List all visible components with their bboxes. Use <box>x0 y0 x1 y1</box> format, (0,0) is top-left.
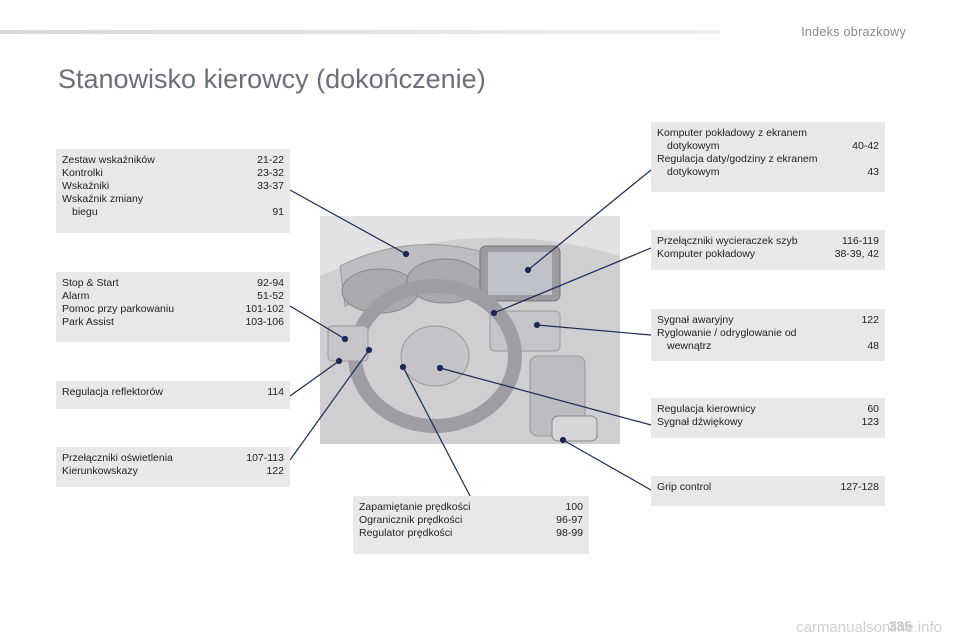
entry-row: Pomoc przy parkowaniu 101-102 <box>62 303 284 316</box>
info-box-headlamp: Regulacja reflektorów 114 <box>56 381 290 409</box>
watermark: carmanualsonline.info <box>796 619 942 636</box>
entry-label: Przełączniki oświetlenia <box>62 452 173 464</box>
entry-page: 122 <box>861 314 879 326</box>
entry-page: 116-119 <box>842 235 879 247</box>
entry-row: Zestaw wskaźników 21-22 <box>62 154 284 167</box>
entry-row: Alarm 51-52 <box>62 290 284 303</box>
entry-row: Sygnał dźwiękowy 123 <box>657 416 879 429</box>
entry-label: Stop & Start <box>62 277 119 289</box>
entry-label: Kontrolki <box>62 167 103 179</box>
entry-label: Pomoc przy parkowaniu <box>62 303 175 315</box>
entry-row: Regulacja reflektorów 114 <box>62 386 284 399</box>
entry-row: Ogranicznik prędkości 96-97 <box>359 514 583 527</box>
entry-row: Park Assist 103-106 <box>62 316 284 329</box>
entry-label-cont: dotykowym <box>667 166 720 178</box>
entry-page: 107-113 <box>246 452 284 464</box>
entry-row: Ryglowanie / odryglowanie od wewnątrz 48 <box>657 327 879 353</box>
entry-page: 23-32 <box>257 167 284 179</box>
entry-page: 48 <box>867 340 879 352</box>
entry-label: Regulacja reflektorów <box>62 386 163 398</box>
entry-label: Komputer pokładowy z ekranem <box>657 127 807 139</box>
entry-label: Ryglowanie / odryglowanie od <box>657 327 797 339</box>
entry-label: Zestaw wskaźników <box>62 154 155 166</box>
entry-label: Kierunkowskazy <box>62 465 138 477</box>
entry-label: Grip control <box>657 481 712 493</box>
entry-label: Regulator prędkości <box>359 527 453 539</box>
entry-label: Sygnał dźwiękowy <box>657 416 743 428</box>
entry-page: 92-94 <box>257 277 284 289</box>
entry-label: Zapamiętanie prędkości <box>359 501 471 513</box>
info-box-wipers: Przełączniki wycieraczek szyb 116-119 Kom… <box>651 230 885 270</box>
info-box-stop-start: Stop & Start 92-94 Alarm 51-52 Pomoc przy … <box>56 272 290 342</box>
entry-page: 114 <box>267 386 284 398</box>
entry-label-cont: biegu <box>72 206 98 218</box>
header-bar <box>0 30 720 34</box>
entry-row: Komputer pokładowy 38-39, 42 <box>657 248 879 261</box>
entry-row: Przełączniki wycieraczek szyb 116-119 <box>657 235 879 248</box>
entry-page: 127-128 <box>840 481 879 493</box>
info-box-instruments: Zestaw wskaźników 21-22 Kontrolki 23-32 Ws… <box>56 149 290 233</box>
info-box-lighting: Przełączniki oświetlenia 107-113 Kierunko… <box>56 447 290 487</box>
info-box-hazard: Sygnał awaryjny 122 Ryglowanie / odryglow… <box>651 309 885 361</box>
entry-row: Zapamiętanie prędkości 100 <box>359 501 583 514</box>
entry-row: Przełączniki oświetlenia 107-113 <box>62 452 284 465</box>
entry-page: 123 <box>861 416 879 428</box>
page-number: 335 <box>888 618 912 634</box>
entry-row: Kierunkowskazy 122 <box>62 465 284 478</box>
section-title: Indeks obrazkowy <box>801 25 906 39</box>
entry-row: Regulator prędkości 98-99 <box>359 527 583 540</box>
entry-page: 101-102 <box>245 303 284 315</box>
entry-label: Ogranicznik prędkości <box>359 514 463 526</box>
entry-label: Komputer pokładowy <box>657 248 756 260</box>
entry-page: 98-99 <box>556 527 583 539</box>
entry-row: Wskaźnik zmiany biegu 91 <box>62 193 284 219</box>
entry-row: Wskaźniki 33-37 <box>62 180 284 193</box>
entry-label: Wskaźnik zmiany <box>62 193 144 205</box>
entry-page: 33-37 <box>257 180 284 192</box>
entry-page: 91 <box>272 206 284 218</box>
entry-row: Sygnał awaryjny 122 <box>657 314 879 327</box>
entry-page: 100 <box>565 501 583 513</box>
page-title: Stanowisko kierowcy (dokończenie) <box>58 64 486 94</box>
entry-page: 51-52 <box>257 290 284 302</box>
entry-label: Wskaźniki <box>62 180 110 192</box>
entry-label: Sygnał awaryjny <box>657 314 734 326</box>
entry-page: 122 <box>266 465 284 477</box>
entry-page: 21-22 <box>257 154 284 166</box>
info-box-computer: Komputer pokładowy z ekranem dotykowym 40… <box>651 122 885 192</box>
entry-page: 40-42 <box>852 140 879 152</box>
info-box-speed: Zapamiętanie prędkości 100 Ogranicznik pr… <box>353 496 589 554</box>
info-box-steering: Regulacja kierownicy 60 Sygnał dźwiękowy 1… <box>651 398 885 438</box>
entry-page: 103-106 <box>245 316 284 328</box>
entry-label: Przełączniki wycieraczek szyb <box>657 235 798 247</box>
entry-page: 43 <box>867 166 879 178</box>
entry-page: 60 <box>867 403 879 415</box>
entry-row: Komputer pokładowy z ekranem dotykowym 40… <box>657 127 879 153</box>
entry-row: Kontrolki 23-32 <box>62 167 284 180</box>
entry-page: 96-97 <box>556 514 583 526</box>
entry-label: Park Assist <box>62 316 114 328</box>
dashboard-illustration <box>320 216 620 444</box>
entry-label-cont: wewnątrz <box>667 340 712 352</box>
info-box-grip: Grip control 127-128 <box>651 476 885 506</box>
entry-label: Regulacja kierownicy <box>657 403 756 415</box>
entry-label: Alarm <box>62 290 90 302</box>
entry-label-cont: dotykowym <box>667 140 720 152</box>
entry-row: Regulacja kierownicy 60 <box>657 403 879 416</box>
entry-row: Regulacja daty/godziny z ekranem dotykow… <box>657 153 879 179</box>
entry-label: Regulacja daty/godziny z ekranem <box>657 153 818 165</box>
entry-row: Stop & Start 92-94 <box>62 277 284 290</box>
entry-page: 38-39, 42 <box>834 248 879 260</box>
entry-row: Grip control 127-128 <box>657 481 879 494</box>
